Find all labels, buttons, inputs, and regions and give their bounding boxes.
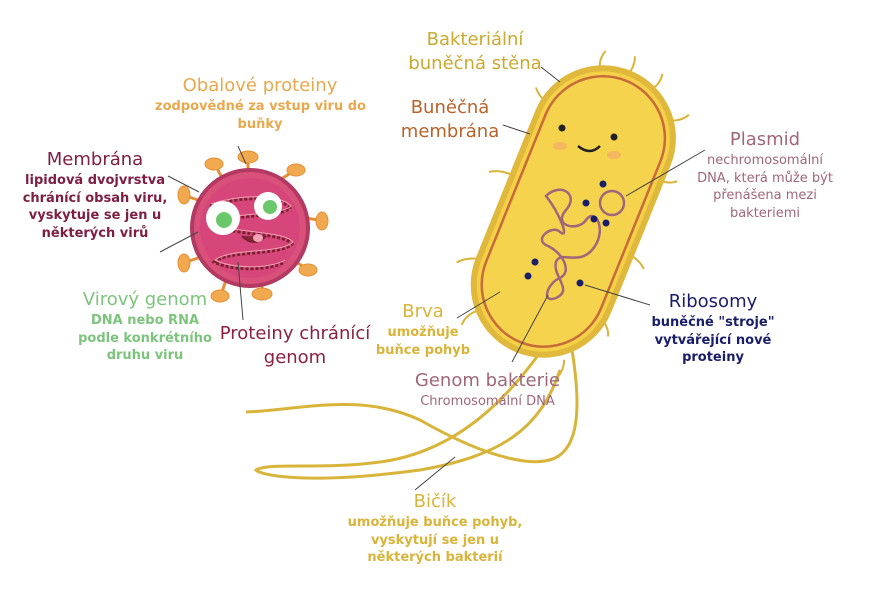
virus-protective-proteins-line-2: genom (263, 347, 327, 369)
bacterium-pilus-title: Brva (402, 301, 444, 322)
virus-coat-proteins-title: Obalové proteiny (182, 75, 338, 96)
virus-genome-title: Virový genom (82, 289, 208, 310)
bacterium-plasmid-line-3: přenášena mezi (713, 188, 817, 204)
virus-genome-coil (209, 197, 295, 271)
bacterium-cell-wall-line-2: buněčná stěna (408, 53, 542, 75)
bacterium-cell-membrane-line-2: membrána (400, 121, 500, 143)
virus-face (206, 192, 282, 243)
bacterium-genome-title: Genom bakterie (414, 370, 561, 391)
label-bacterium-cell-wall: Bakteriální buněčná stěna (405, 28, 545, 77)
virus-coat-proteins-line-2: buňky (237, 116, 283, 132)
bacterium-flagellum-line-1: umožňuje buňce pohyb, (347, 515, 523, 531)
bacterium-plasmid-line-4: bakteriemi (729, 205, 801, 221)
virus-illustration (177, 150, 329, 303)
label-bacterium-pilus: Brva umožňuje buňce pohyb (368, 300, 478, 359)
virus-membrane-line-2: chránící obsah viru, (22, 190, 168, 206)
label-bacterium-genome: Genom bakterie Chromosomální DNA (405, 369, 570, 411)
bacterium-ribosomes-line-3: proteiny (682, 350, 744, 366)
bacterium-flagellum-title: Bičík (413, 491, 457, 512)
virus-coat-proteins-line-1: zodpovědné za vstup viru do (155, 99, 366, 115)
virus-membrane-title: Membrána (46, 149, 144, 170)
bacterium-flagellum-line-3: některých bakterií (367, 550, 503, 566)
bacterium-ribosomes-line-1: buněčné "stroje" (651, 315, 775, 331)
label-bacterium-cell-membrane: Buněčná membrána (395, 96, 505, 145)
virus-genome-line-2: podle konkrétního (78, 330, 212, 346)
bacterium-genome-line-1: Chromosomální DNA (420, 394, 555, 410)
bacterium-ribosomes-line-2: vytvářející nové (654, 332, 772, 348)
bacterium-cell-wall-line-1: Bakteriální (426, 29, 524, 50)
virus-genome-line-1: DNA nebo RNA (90, 313, 200, 329)
bacterium-plasmid-line-2: DNA, která může být (697, 170, 833, 186)
label-virus-membrane: Membrána lipidová dvojvrstva chránící ob… (20, 148, 170, 242)
bacterium-plasmid (598, 189, 626, 217)
virus-membrane-line-4: některých virů (41, 225, 149, 241)
bacterium-genome (540, 188, 602, 301)
label-bacterium-flagellum: Bičík umožňuje buňce pohyb, vyskytují se… (340, 490, 530, 567)
virus-coat-proteins (177, 150, 329, 303)
virus-membrane-line-3: vyskytuje se jen u (28, 208, 162, 224)
label-virus-coat-proteins: Obalové proteiny zodpovědné za vstup vir… (155, 74, 366, 133)
bacterium-ribosomes-title: Ribosomy (668, 291, 758, 312)
label-virus-protective-proteins: Proteiny chránící genom (210, 322, 380, 371)
bacterium-cell-membrane-line-1: Buněčná (410, 97, 490, 118)
bacterium-pilus-line-2: buňce pohyb (375, 342, 471, 358)
label-virus-genome: Virový genom DNA nebo RNA podle konkrétn… (70, 288, 220, 365)
virus-genome-line-3: druhu viru (106, 348, 184, 364)
virus-membrane-line-1: lipidová dvojvrstva (25, 173, 165, 189)
bacterium-pilus-line-1: umožňuje (387, 325, 459, 341)
bacterium-plasmid-title: Plasmid (729, 129, 801, 150)
label-bacterium-plasmid: Plasmid nechromosomální DNA, která může … (680, 128, 850, 222)
label-bacterium-ribosomes: Ribosomy buněčné "stroje" vytvářející no… (628, 290, 798, 367)
bacterium-plasmid-line-1: nechromosomální (706, 153, 824, 169)
bacterium-ribosomes (524, 180, 610, 287)
bacterium-face (553, 124, 621, 159)
bacterium-flagellum-line-2: vyskytují se jen u (370, 532, 500, 548)
virus-protective-proteins-line-1: Proteiny chránící (219, 323, 371, 344)
